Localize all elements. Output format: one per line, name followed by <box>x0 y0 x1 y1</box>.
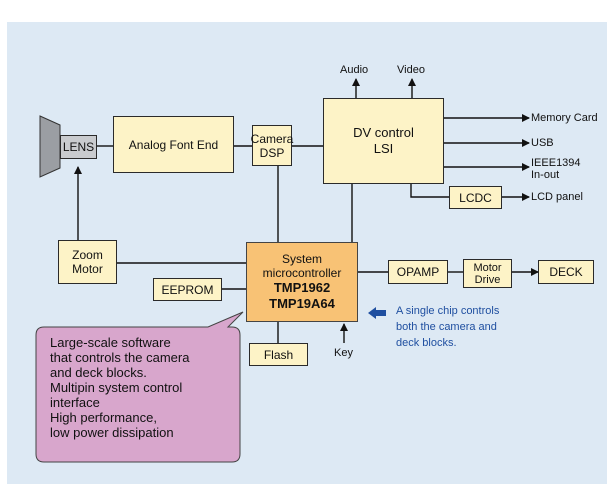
afe-label: Analog Font End <box>128 137 219 152</box>
opamp-block: OPAMP <box>388 260 448 284</box>
flash-label: Flash <box>263 347 294 362</box>
video-label: Video <box>397 64 425 76</box>
dv-control-lsi-block: DV control LSI <box>323 98 444 184</box>
camera-dsp-block: Camera DSP <box>250 125 294 166</box>
callout-line-7: low power dissipation <box>50 425 174 440</box>
zoom-motor-block: Zoom Motor <box>58 240 117 284</box>
ieee1394-label: IEEE1394 <box>531 157 581 169</box>
motor-drive-label-2: Drive <box>474 273 501 286</box>
mcu-label-2: microcontroller <box>262 266 342 280</box>
lcdc-label: LCDC <box>459 190 492 205</box>
callout-line-6: High performance, <box>50 410 157 425</box>
deck-label: DECK <box>549 265 583 279</box>
dv-label-1: DV control <box>353 125 414 140</box>
flash-block: Flash <box>249 343 308 366</box>
dv-to-lcdc-line <box>410 184 449 198</box>
audio-label: Audio <box>340 64 369 76</box>
analog-front-end-block: Analog Font End <box>113 116 234 173</box>
note-line-2: both the camera and <box>396 321 497 333</box>
note-pointer-arrow <box>368 307 386 319</box>
opamp-label: OPAMP <box>396 265 440 279</box>
note-line-1: A single chip controls <box>396 305 500 317</box>
note-line-3: deck blocks. <box>396 337 457 349</box>
in-out-label: In-out <box>531 169 560 181</box>
eeprom-block: EEPROM <box>153 278 222 301</box>
camera-dsp-label-1: Camera <box>250 131 294 146</box>
lcdc-block: LCDC <box>449 186 502 209</box>
lens-block: LENS <box>60 135 97 159</box>
zoom-label-2: Motor <box>72 262 103 276</box>
callout-line-4: Multipin system control <box>50 380 183 395</box>
lcd-panel-label: LCD panel <box>531 191 583 203</box>
usb-label: USB <box>531 137 554 149</box>
lens-label: LENS <box>62 140 95 154</box>
callout-text: Large-scale software that controls the c… <box>50 335 235 440</box>
deck-block: DECK <box>538 260 594 284</box>
mcu-chip-1: TMP1962 <box>273 280 331 295</box>
zoom-label-1: Zoom <box>72 248 103 262</box>
dv-label-2: LSI <box>373 141 394 156</box>
memory-card-label: Memory Card <box>531 112 598 124</box>
motor-drive-label-1: Motor <box>473 261 502 274</box>
eeprom-label: EEPROM <box>161 282 214 297</box>
callout-line-1: Large-scale software <box>50 335 171 350</box>
key-label: Key <box>334 347 353 359</box>
single-chip-note: A single chip controls both the camera a… <box>396 303 499 351</box>
lens-shape <box>39 115 61 178</box>
motor-drive-block: Motor Drive <box>463 259 512 288</box>
callout-line-3: and deck blocks. <box>50 365 147 380</box>
system-microcontroller-block: System microcontroller TMP1962 TMP19A64 <box>246 242 358 322</box>
mcu-chip-2: TMP19A64 <box>269 296 335 311</box>
callout-line-5: interface <box>50 395 100 410</box>
camera-dsp-label-2: DSP <box>259 145 285 160</box>
mcu-label-1: System <box>281 252 322 266</box>
callout-bubble <box>35 311 244 463</box>
callout-line-2: that controls the camera <box>50 350 190 365</box>
